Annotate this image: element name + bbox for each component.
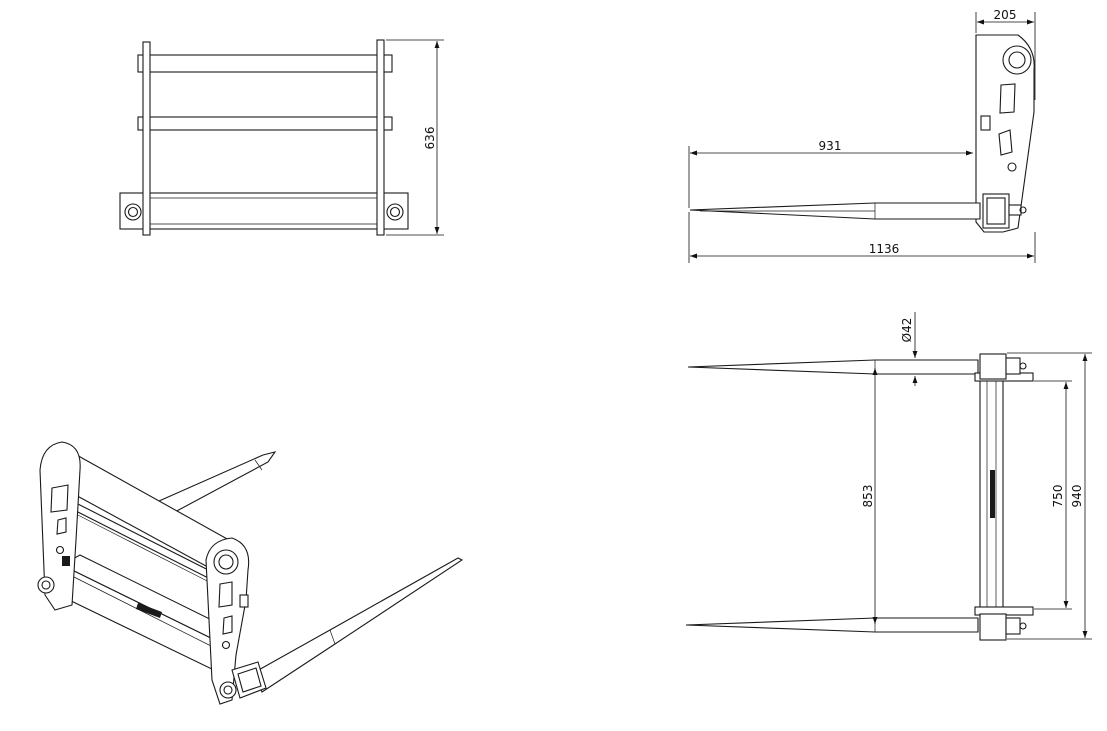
dimension-label-1136: 1136 — [869, 242, 900, 256]
dimension-931: 931 — [688, 139, 973, 208]
front-left-bolt — [124, 203, 142, 221]
dimension-label-diameter: Ø42 — [900, 318, 914, 343]
front-right-plate — [376, 39, 385, 236]
dimension-940: 940 — [1007, 352, 1092, 640]
side-plate — [975, 34, 1035, 233]
iso-right-plate — [205, 537, 250, 705]
front-view — [119, 39, 409, 236]
iso-left-plate — [39, 441, 81, 611]
dimension-853: 853 — [861, 368, 878, 624]
front-right-bolt — [386, 203, 404, 221]
front-middle-bar — [137, 116, 393, 131]
dimension-label-750: 750 — [1051, 485, 1065, 508]
top-tine-lower — [685, 617, 979, 633]
iso-right-bolt — [219, 681, 237, 699]
dimension-205: 205 — [975, 8, 1036, 100]
dimension-1136: 1136 — [688, 212, 1036, 263]
front-left-plate — [142, 41, 151, 236]
dimension-label-853: 853 — [861, 485, 875, 508]
dimension-label-931: 931 — [819, 139, 842, 153]
dimension-636: 636 — [386, 39, 444, 236]
iso-front-clamp — [231, 661, 267, 699]
dimension-label-636: 636 — [423, 127, 437, 150]
front-bottom-beam — [119, 192, 409, 230]
front-top-bar — [137, 54, 393, 73]
top-view — [685, 353, 1034, 641]
isometric-view — [37, 441, 464, 705]
dimension-diameter: Ø42 — [900, 312, 918, 386]
dimension-label-205: 205 — [994, 8, 1017, 22]
dimension-750: 750 — [1034, 380, 1072, 610]
side-view — [689, 34, 1035, 233]
dimension-label-940: 940 — [1070, 485, 1084, 508]
top-tine-upper — [687, 359, 979, 375]
iso-left-bolt — [37, 576, 55, 594]
iso-tine-front — [254, 557, 464, 693]
